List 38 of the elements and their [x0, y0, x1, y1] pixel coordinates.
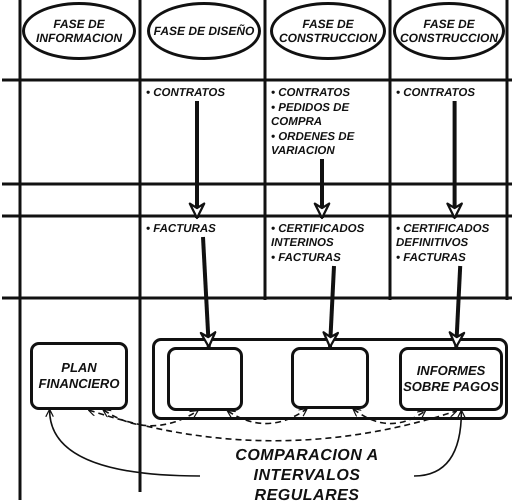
list-item: • CERTIFICADOS INTERINOS — [271, 222, 366, 250]
block-arrow — [448, 266, 466, 348]
empty-box — [291, 347, 369, 409]
container-box — [152, 338, 508, 420]
block-arrow — [446, 101, 463, 220]
dashed-arrow — [352, 408, 426, 424]
phase-ellipse — [22, 2, 136, 60]
dashed-arrow — [102, 408, 199, 427]
list-item: • ORDENES DE VARIACION — [271, 130, 356, 158]
list-item: • FACTURAS — [396, 251, 467, 265]
curved-arrow — [414, 410, 466, 477]
box-label: FASE DE INFORMACION — [35, 17, 124, 45]
box-label: FASE DE CONSTRUCCION — [278, 17, 378, 45]
list-item: • PEDIDOS DE COMPRA — [271, 101, 350, 129]
phase-ellipse — [270, 2, 386, 60]
phase-ellipse — [393, 2, 505, 60]
box-label: PLAN FINANCIERO — [38, 360, 120, 392]
curved-arrow — [46, 408, 200, 477]
list-item: • CONTRATOS — [146, 86, 226, 100]
block-arrow — [188, 101, 206, 220]
list-item: • CONTRATOS — [271, 86, 351, 100]
dashed-arrow — [226, 408, 308, 424]
box-label: FASE DE DISEÑO — [154, 24, 254, 38]
list-item: • FACTURAS — [271, 251, 342, 265]
dashed-arrow — [87, 408, 458, 442]
list-item: • CONTRATOS — [396, 86, 476, 100]
block-arrow — [322, 266, 340, 348]
box-label: INFORMES SOBRE PAGOS — [402, 363, 500, 395]
block-arrow — [200, 236, 216, 348]
box-label: FASE DE CONSTRUCCION — [399, 17, 500, 45]
block-arrow — [314, 159, 330, 220]
list-item: • CERTIFICADOS DEFINITIVOS — [396, 222, 490, 250]
note-text: COMPARACION A INTERVALOS REGULARES — [234, 446, 380, 503]
empty-box — [167, 347, 243, 411]
process-box — [399, 347, 503, 411]
phase-ellipse — [147, 2, 261, 60]
process-box — [30, 342, 128, 410]
list-item: • FACTURAS — [146, 222, 217, 236]
